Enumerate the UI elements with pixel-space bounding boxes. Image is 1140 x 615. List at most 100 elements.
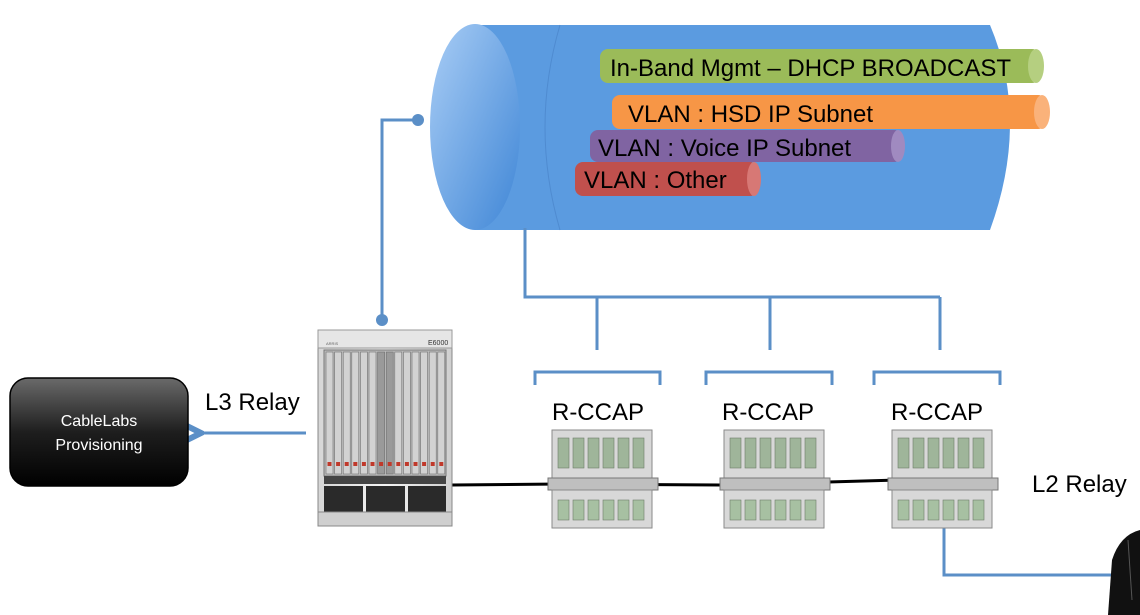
chassis-brand: ARRIS: [326, 341, 339, 346]
link-lines: [198, 118, 1122, 577]
line-card-led: [336, 462, 341, 466]
node-module: [972, 437, 985, 469]
line-card: [411, 351, 420, 475]
line-card: [351, 351, 360, 475]
l3-relay-label: L3 Relay: [205, 389, 300, 416]
chassis-uplink: [380, 118, 418, 320]
line-card-led: [379, 462, 384, 466]
provisioning-line1: CableLabs: [61, 413, 138, 430]
node-module: [617, 499, 630, 521]
line-card-led: [422, 462, 427, 466]
node-module: [927, 437, 940, 469]
node-module: [804, 437, 817, 469]
node-module: [774, 437, 787, 469]
node-module: [632, 499, 645, 521]
l2-relay-label: L2 Relay: [1032, 471, 1127, 498]
vlan-label-hsd: VLAN : HSD IP Subnet: [628, 101, 873, 128]
node-module: [942, 499, 955, 521]
node-module: [587, 437, 600, 469]
modem-link: [942, 525, 1122, 577]
e6000-chassis: E6000 ARRIS: [317, 329, 453, 527]
node-module: [789, 437, 802, 469]
node-module: [927, 499, 940, 521]
chassis-link-dot: [376, 314, 388, 326]
vlan-tube-hsd: VLAN : HSD IP Subnet: [612, 95, 1050, 129]
vlan-label-other: VLAN : Other: [584, 167, 727, 194]
vlan-tube-voice: VLAN : Voice IP Subnet: [590, 130, 905, 162]
node-module: [572, 437, 585, 469]
node-module: [602, 499, 615, 521]
line-card-led: [387, 462, 392, 466]
line-card-led: [327, 462, 332, 466]
line-card: [385, 351, 394, 475]
node-module: [774, 499, 787, 521]
line-card-led: [439, 462, 444, 466]
node-module: [632, 437, 645, 469]
vlan-label-mgmt: In-Band Mgmt – DHCP BROADCAST: [610, 55, 1011, 82]
line-card: [377, 351, 385, 475]
node-module: [572, 499, 585, 521]
line-card: [334, 351, 342, 475]
rccap-node-1: R-CCAP: [547, 399, 659, 529]
node-module: [912, 499, 925, 521]
node-clamp: [887, 477, 999, 491]
vlan-tube-mgmt: In-Band Mgmt – DHCP BROADCAST: [600, 49, 1044, 83]
node-module: [972, 499, 985, 521]
node-module: [729, 437, 742, 469]
node-module: [729, 499, 742, 521]
vlan-tube-other: VLAN : Other: [575, 162, 761, 196]
line-card-led: [396, 462, 401, 466]
line-card-led: [370, 462, 375, 466]
node-module: [759, 499, 772, 521]
line-card-led: [353, 462, 358, 466]
node-module: [804, 499, 817, 521]
rccap-label-2: R-CCAP: [722, 399, 814, 426]
line-card: [394, 351, 403, 475]
line-card-led: [430, 462, 435, 466]
line-card-led: [361, 462, 366, 466]
fiber-line: [451, 478, 901, 487]
brace-2: [704, 370, 834, 385]
line-card-led: [344, 462, 349, 466]
line-card-led: [404, 462, 409, 466]
chassis-model: E6000: [428, 340, 448, 347]
node-module: [789, 499, 802, 521]
rccap-label-3: R-CCAP: [891, 399, 983, 426]
node-module: [897, 437, 910, 469]
rccap-node-2: R-CCAP: [719, 399, 831, 529]
provisioning-line2: Provisioning: [55, 437, 142, 454]
node-module: [557, 437, 570, 469]
node-module: [957, 437, 970, 469]
node-module: [744, 499, 757, 521]
line-card: [360, 351, 368, 475]
line-card: [325, 351, 334, 475]
vlan-label-voice: VLAN : Voice IP Subnet: [598, 135, 851, 162]
line-card: [420, 351, 428, 475]
node-module: [617, 437, 630, 469]
line-card: [342, 351, 351, 475]
line-card: [403, 351, 411, 475]
rccap-label-1: R-CCAP: [552, 399, 644, 426]
rccap-node-3: R-CCAP: [887, 399, 999, 529]
node-module: [912, 437, 925, 469]
node-module: [942, 437, 955, 469]
node-module: [602, 437, 615, 469]
cylinder-link-dot: [412, 114, 424, 126]
line-card: [428, 351, 437, 475]
line-card: [437, 351, 446, 475]
node-clamp: [547, 477, 659, 491]
node-module: [744, 437, 757, 469]
node-module: [587, 499, 600, 521]
node-module: [897, 499, 910, 521]
brace-3: [872, 370, 1002, 385]
node-module: [957, 499, 970, 521]
node-module: [557, 499, 570, 521]
node-clamp: [719, 477, 831, 491]
cablelabs-provisioning[interactable]: CableLabs Provisioning: [9, 377, 189, 487]
cable-modem: [1108, 530, 1140, 615]
tree-trunk: [523, 228, 940, 299]
brace-1: [533, 370, 662, 385]
node-module: [759, 437, 772, 469]
